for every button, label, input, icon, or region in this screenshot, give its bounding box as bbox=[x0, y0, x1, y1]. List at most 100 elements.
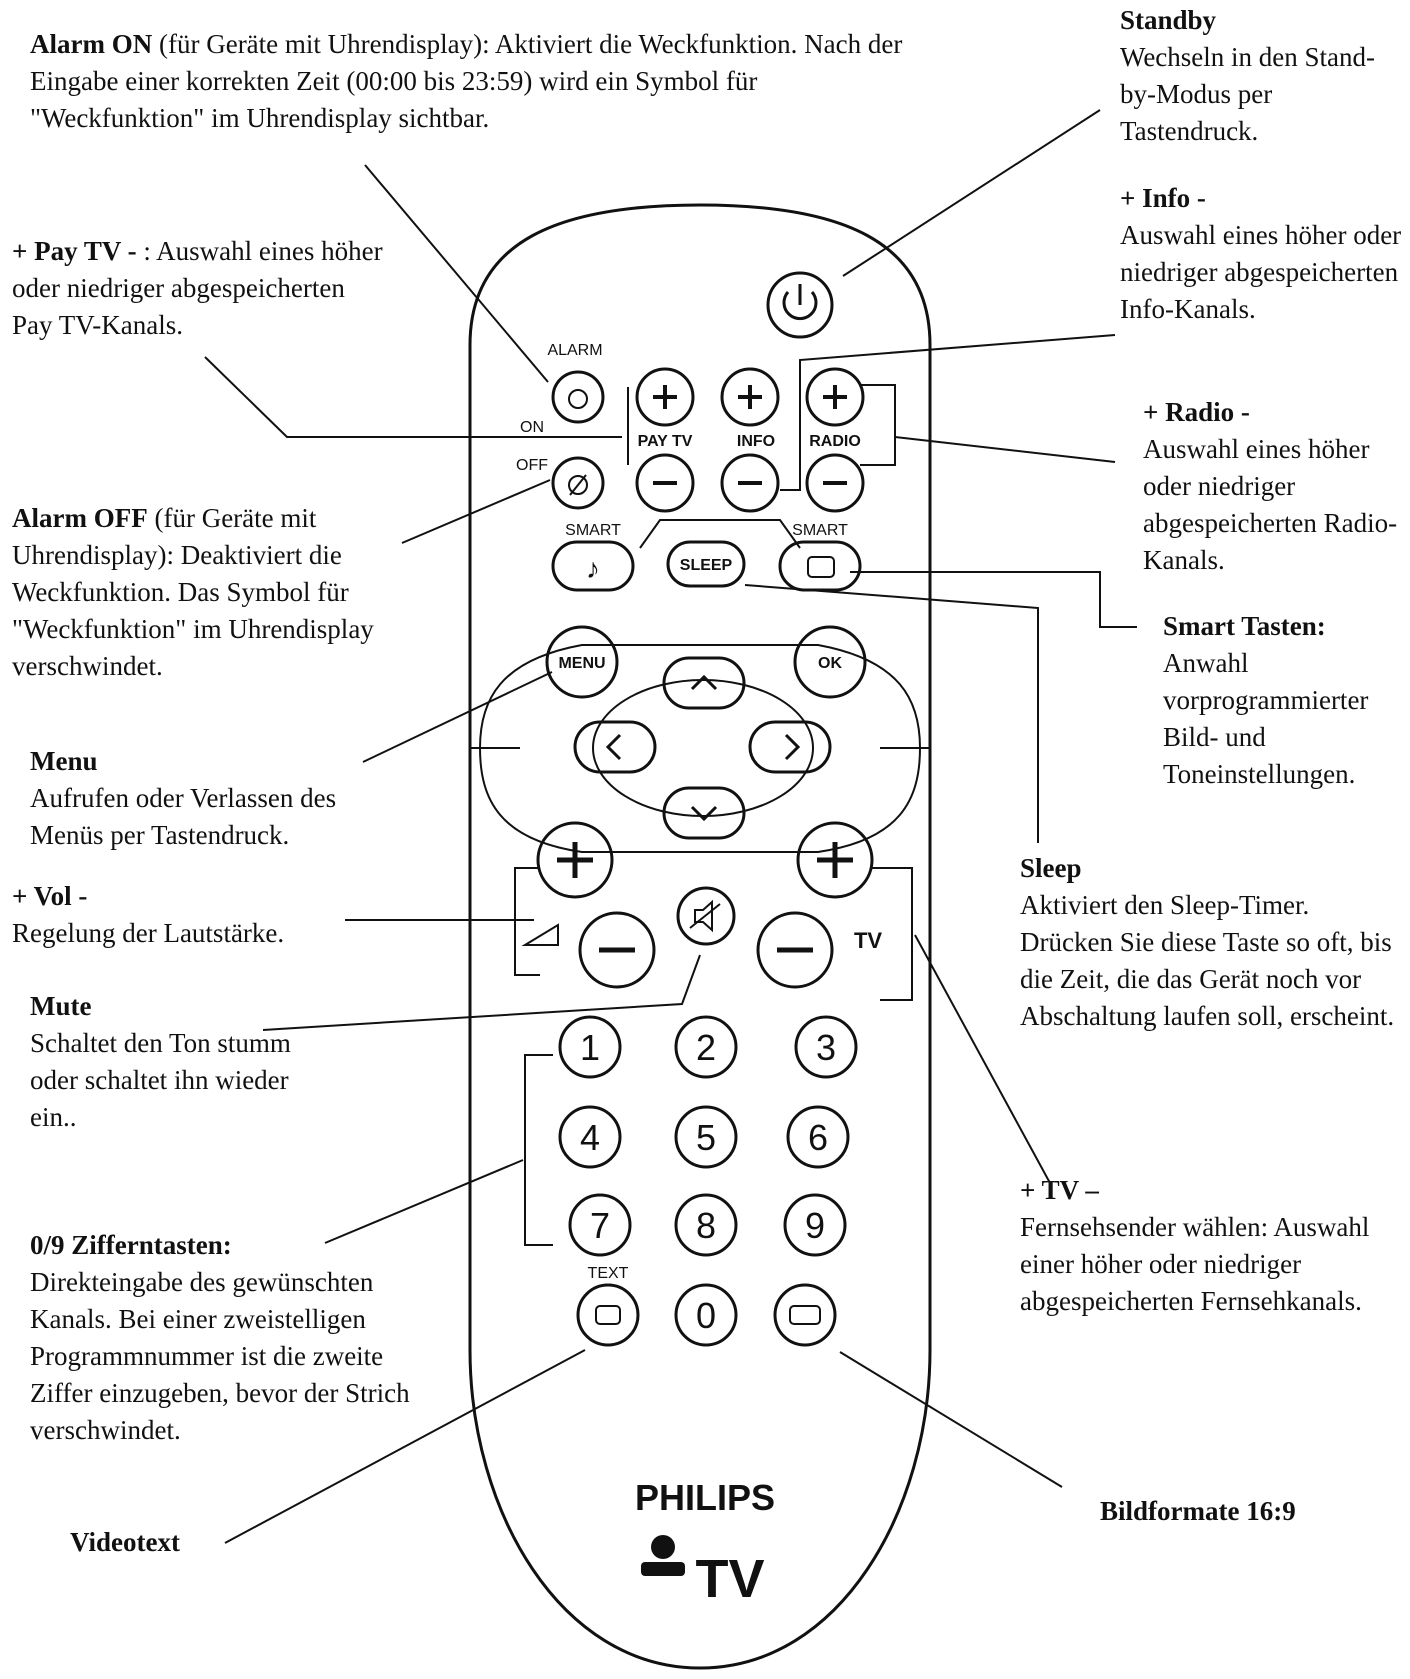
annotation-title: Alarm OFF bbox=[12, 503, 148, 533]
digit-6-label: 6 bbox=[808, 1117, 828, 1158]
annotation-title: Menu bbox=[30, 746, 98, 776]
annotation-title: Sleep bbox=[1020, 853, 1082, 883]
annotation-title: Mute bbox=[30, 991, 92, 1021]
annotation-alarm-off: Alarm OFF (für Geräte mit Uhrendisplay):… bbox=[12, 500, 432, 685]
mute-button[interactable] bbox=[676, 886, 736, 946]
annotation-title: + Pay TV - bbox=[12, 236, 137, 266]
annotation-smart: Smart Tasten: Anwahl vorprogrammierter B… bbox=[1163, 608, 1408, 793]
digit-0-label: 0 bbox=[696, 1295, 716, 1336]
radio-minus-button[interactable] bbox=[805, 453, 865, 513]
info-label: INFO bbox=[737, 433, 775, 450]
annotation-text: : Auswahl eines höher oder niedriger abg… bbox=[12, 236, 383, 340]
alarm-on-button[interactable] bbox=[551, 370, 605, 424]
on-label: ON bbox=[520, 419, 544, 436]
digit-1-button[interactable] bbox=[558, 1015, 622, 1079]
annotation-title: + Info - bbox=[1120, 183, 1206, 213]
annotation-title: 0/9 Zifferntasten: bbox=[30, 1230, 232, 1260]
smart-picture-button[interactable] bbox=[778, 540, 862, 592]
digit-6-button[interactable] bbox=[786, 1105, 850, 1169]
annotation-menu: Menu Aufrufen oder Verlassen des Menüs p… bbox=[30, 743, 410, 854]
annotation-tv: + TV – Fernsehsender wählen: Auswahl ein… bbox=[1020, 1172, 1405, 1320]
remote-body-outline bbox=[468, 203, 932, 1670]
digit-7-label: 7 bbox=[590, 1205, 610, 1246]
digit-3-button[interactable] bbox=[794, 1015, 858, 1079]
arrow-right-button[interactable] bbox=[748, 720, 832, 774]
radio-plus-button[interactable] bbox=[805, 367, 865, 427]
digit-5-button[interactable] bbox=[674, 1105, 738, 1169]
annotation-title: + Radio - bbox=[1143, 397, 1250, 427]
annotation-radio: + Radio - Auswahl eines höher oder niedr… bbox=[1143, 394, 1410, 579]
annotation-vol: + Vol - Regelung der Lautstärke. bbox=[12, 878, 352, 952]
tv-label: TV bbox=[854, 928, 882, 953]
info-minus-button[interactable] bbox=[720, 453, 780, 513]
pay-tv-label: PAY TV bbox=[638, 433, 693, 450]
digit-4-button[interactable] bbox=[558, 1105, 622, 1169]
digit-7-button[interactable] bbox=[568, 1193, 632, 1257]
tv-minus-button[interactable] bbox=[756, 911, 834, 989]
text-label: TEXT bbox=[588, 1265, 629, 1282]
digit-8-button[interactable] bbox=[674, 1193, 738, 1257]
pointer-lines bbox=[204, 109, 1137, 1544]
annotation-title: Videotext bbox=[70, 1527, 180, 1557]
arrow-up-button[interactable] bbox=[662, 656, 746, 710]
annotation-title: Bildformate 16:9 bbox=[1100, 1496, 1296, 1526]
annotation-pay-tv: + Pay TV - : Auswahl eines höher oder ni… bbox=[12, 233, 392, 344]
digit-0-button[interactable] bbox=[674, 1283, 738, 1347]
teletext-icon bbox=[595, 1305, 621, 1325]
off-label: OFF bbox=[516, 457, 548, 474]
arrow-left-button[interactable] bbox=[573, 720, 657, 774]
annotation-text: Wechseln in den Stand-by-Modus per Taste… bbox=[1120, 42, 1376, 146]
menu-button[interactable] bbox=[545, 625, 619, 699]
annotation-text: (für Geräte mit Uhrendisplay): Aktiviert… bbox=[30, 29, 903, 133]
text-button[interactable] bbox=[576, 1283, 640, 1347]
pay-tv-plus-button[interactable] bbox=[635, 367, 695, 427]
info-plus-button[interactable] bbox=[720, 367, 780, 427]
philips-tv-logo-icon bbox=[641, 1535, 685, 1576]
annotation-text: Direkteingabe des gewünschten Kanals. Be… bbox=[30, 1267, 410, 1445]
annotation-text: Auswahl eines höher oder niedriger abges… bbox=[1143, 434, 1398, 575]
nav-cluster-outline bbox=[478, 644, 922, 853]
annotation-title: Standby bbox=[1120, 5, 1217, 35]
annotation-bildformate: Bildformate 16:9 bbox=[1100, 1493, 1400, 1530]
sleep-button[interactable] bbox=[666, 540, 746, 588]
chevron-right-icon bbox=[784, 733, 801, 761]
pay-tv-minus-button[interactable] bbox=[635, 453, 695, 513]
smart-sound-button[interactable] bbox=[551, 540, 635, 592]
digit-1-label: 1 bbox=[580, 1027, 600, 1068]
annotation-text: Schaltet den Ton stumm oder schaltet ihn… bbox=[30, 1028, 291, 1132]
annotation-standby: Standby Wechseln in den Stand-by-Modus p… bbox=[1120, 2, 1380, 150]
ok-button[interactable] bbox=[793, 625, 867, 699]
tv-plus-button[interactable] bbox=[796, 821, 874, 899]
alarm-off-button[interactable] bbox=[551, 456, 605, 510]
arrow-down-button[interactable] bbox=[662, 786, 746, 840]
annotation-title: Smart Tasten: bbox=[1163, 611, 1326, 641]
annotation-text: Fernsehsender wählen: Auswahl einer höhe… bbox=[1020, 1212, 1370, 1316]
format-169-button[interactable] bbox=[773, 1283, 837, 1347]
alarm-label: ALARM bbox=[547, 342, 602, 359]
smart-left-label: SMART bbox=[565, 522, 621, 539]
vol-plus-button[interactable] bbox=[536, 821, 614, 899]
digit-2-button[interactable] bbox=[674, 1015, 738, 1079]
ok-label: OK bbox=[818, 655, 842, 672]
annotation-text: Regelung der Lautstärke. bbox=[12, 918, 285, 948]
music-note-icon: ♪ bbox=[586, 553, 600, 584]
annotation-text: (für Geräte mit Uhrendisplay): Deaktivie… bbox=[12, 503, 374, 681]
annotation-videotext: Videotext bbox=[70, 1524, 270, 1561]
annotation-info: + Info - Auswahl eines höher oder niedri… bbox=[1120, 180, 1410, 328]
annotation-text: Aufrufen oder Verlassen des Menüs per Ta… bbox=[30, 783, 337, 850]
brand-logo: PHILIPS bbox=[635, 1477, 775, 1518]
digit-9-button[interactable] bbox=[783, 1193, 847, 1257]
chevron-up-icon bbox=[690, 674, 718, 691]
annotation-title: Alarm ON bbox=[30, 29, 153, 59]
standby-button[interactable] bbox=[766, 271, 834, 339]
widescreen-icon bbox=[789, 1305, 821, 1325]
annotation-title: + Vol - bbox=[12, 881, 88, 911]
annotation-sleep: Sleep Aktiviert den Sleep-Timer. Drücken… bbox=[1020, 850, 1405, 1035]
smart-right-label: SMART bbox=[792, 522, 848, 539]
vol-minus-button[interactable] bbox=[578, 911, 656, 989]
annotation-text: Aktiviert den Sleep-Timer. Drücken Sie d… bbox=[1020, 890, 1395, 1031]
annotation-digits: 0/9 Zifferntasten: Direkteingabe des gew… bbox=[30, 1227, 450, 1449]
sleep-label: SLEEP bbox=[680, 557, 733, 574]
brand-tv-logo: TV bbox=[695, 1549, 764, 1609]
